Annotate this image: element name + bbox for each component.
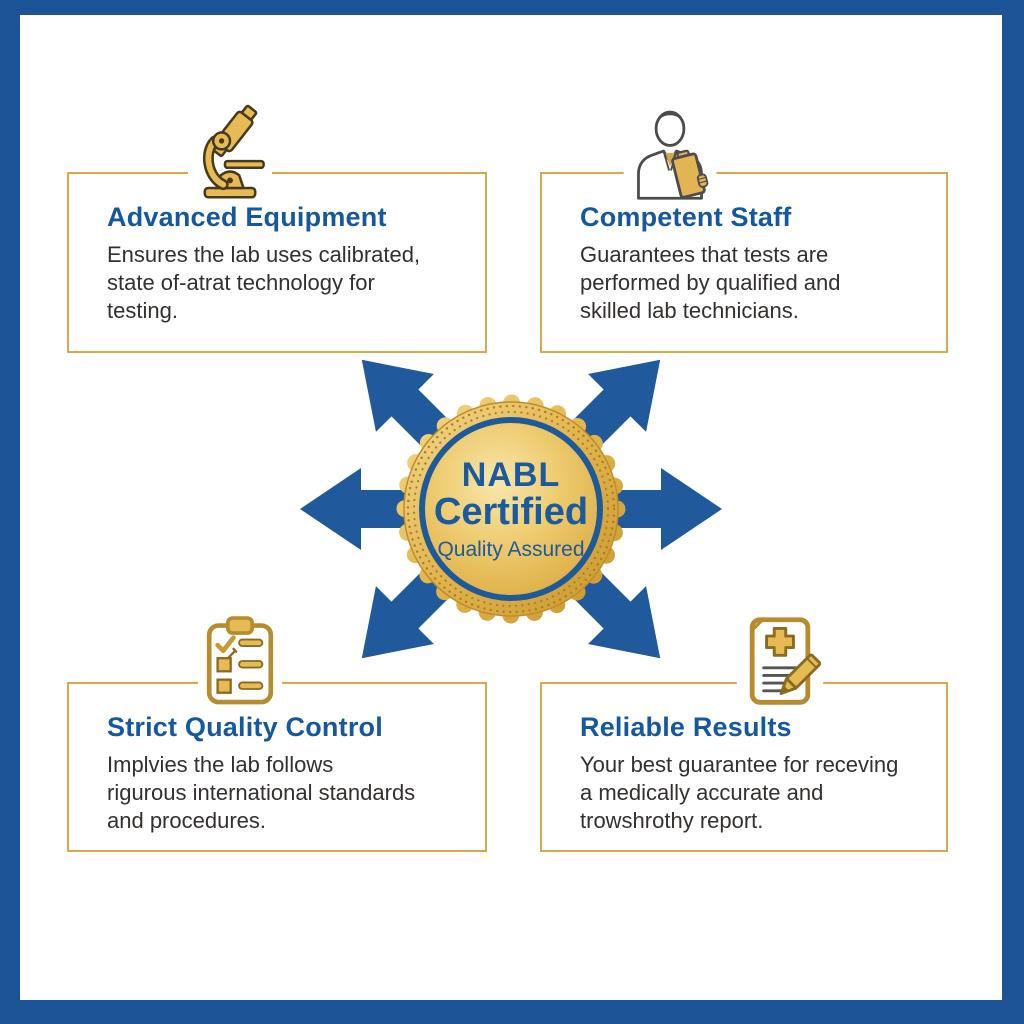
card-body-advanced-equipment: Ensures the lab uses calibrated, state o… — [107, 242, 421, 323]
badge-line2: Certified — [434, 491, 588, 533]
card-title-competent-staff: Competent Staff — [580, 202, 792, 232]
badge-dotted-ring-inner — [412, 410, 610, 608]
badge-inner-disc — [425, 423, 597, 595]
card-body-reliable-results: Your best guarantee for receving a medic… — [580, 752, 899, 833]
checklist-icon — [198, 614, 282, 708]
badge-dotted-ring-outer — [406, 404, 616, 614]
microscope-icon — [188, 100, 272, 202]
card-title-advanced-equipment: Advanced Equipment — [107, 202, 387, 232]
card-reliable-results: Reliable Results Your best guarantee for… — [540, 682, 948, 852]
badge-line1: NABL — [462, 456, 560, 494]
card-title-strict-quality-control: Strict Quality Control — [107, 712, 383, 742]
badge-blue-ring — [419, 417, 603, 601]
card-advanced-equipment: Advanced Equipment Ensures the lab uses … — [67, 172, 487, 353]
badge-line3: Quality Assured — [437, 538, 584, 561]
card-competent-staff: Competent Staff Guarantees that tests ar… — [540, 172, 948, 353]
medical-report-icon — [736, 614, 824, 710]
card-title-reliable-results: Reliable Results — [580, 712, 792, 742]
center-diagram: NABL Certified Quality Assured — [300, 340, 722, 680]
nabl-badge: NABL Certified Quality Assured — [396, 394, 626, 624]
card-body-competent-staff: Guarantees that tests are performed by q… — [580, 242, 841, 323]
card-body-strict-quality-control: Implvies the lab follows rigurous intern… — [107, 752, 416, 833]
lab-technician-icon — [623, 100, 717, 202]
